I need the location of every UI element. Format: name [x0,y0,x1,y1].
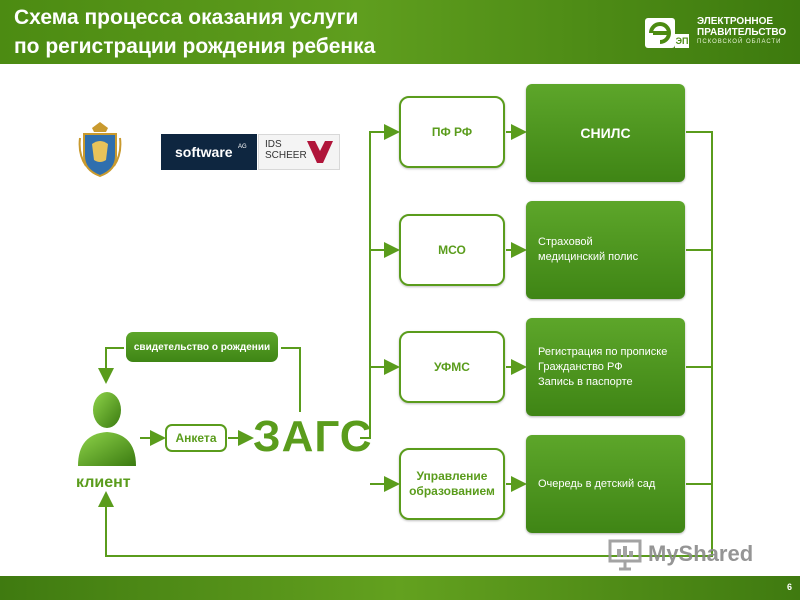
ids-scheer-mark-icon [307,141,333,163]
result-box-medical-policy: Страховой медицинский полис [526,201,685,299]
e-government-logo: ЭП ЭЛЕКТРОННОЕ ПРАВИТЕЛЬСТВО ПСКОВСКОЙ О… [645,14,795,52]
result-box-registration: Регистрация по прописке Гражданство РФ З… [526,318,685,416]
client-label: клиент [76,474,131,491]
software-ag-logo: software AG [161,134,257,170]
registry-office-label: ЗАГС [253,412,373,461]
e-government-mark-icon [645,18,675,48]
software-ag-logo-suffix: AG [238,144,247,150]
ids-scheer-logo: IDS SCHEER [258,134,340,170]
header-bar: Схема процесса оказания услуги по регист… [0,0,800,64]
agency-box-education: Управление образованием [399,448,505,520]
agency-box-pfr: ПФ РФ [399,96,505,168]
presentation-board-icon [608,539,642,571]
e-government-badge: ЭП [675,34,689,48]
client-person-icon [72,388,142,468]
agency-box-ufms: УФМС [399,331,505,403]
software-ag-logo-text: software [175,144,233,160]
myshared-watermark: MyShared [608,537,768,573]
watermark-text: MyShared [648,541,754,566]
slide-title: Схема процесса оказания услуги по регист… [14,6,376,58]
application-form-label: Анкета [165,424,227,452]
e-government-name: ЭЛЕКТРОННОЕ ПРАВИТЕЛЬСТВО [697,16,787,38]
agency-box-mso: МСО [399,214,505,286]
coat-of-arms-icon [78,120,122,178]
result-box-kindergarten: Очередь в детский сад [526,435,685,533]
page-number: 6 [786,582,792,592]
ids-scheer-logo-text: IDS SCHEER [265,139,307,161]
e-government-region: ПСКОВСКОЙ ОБЛАСТИ [697,39,782,45]
result-box-snils: СНИЛС [526,84,685,182]
footer-bar: 6 [0,576,800,600]
birth-certificate-label: свидетельство о рождении [126,332,278,362]
